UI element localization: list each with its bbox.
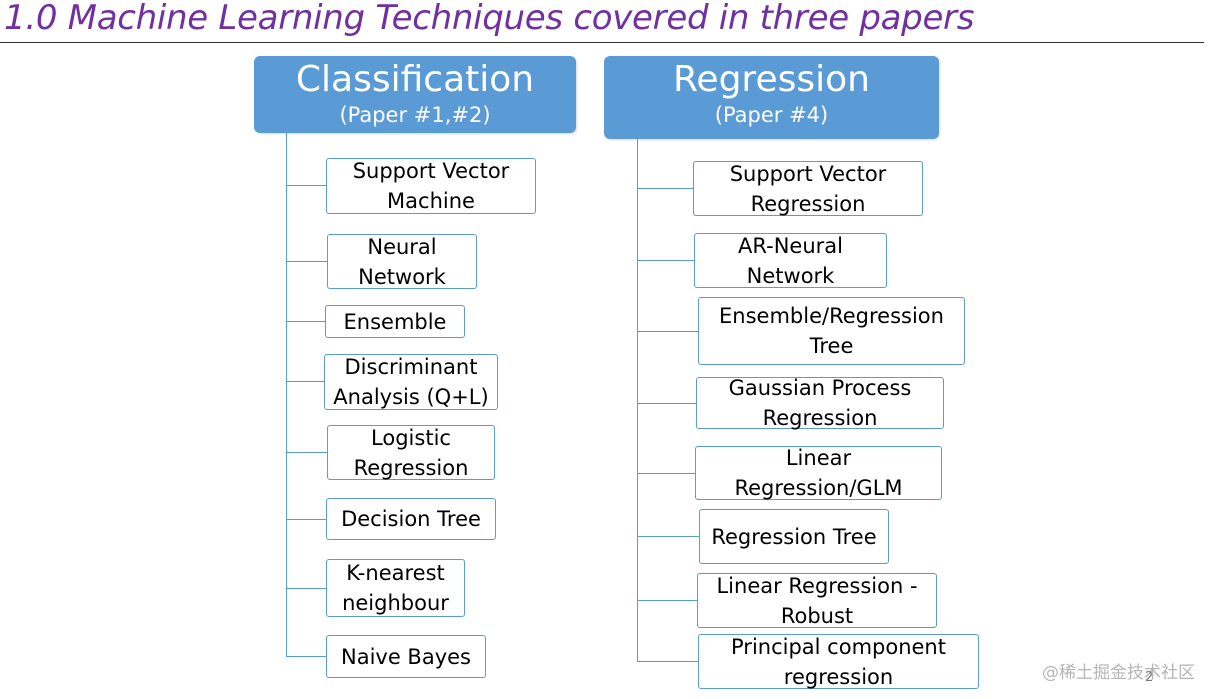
regression-item-linear-regression-robust: Linear Regression - Robust (697, 573, 937, 628)
regression-connector (637, 331, 698, 332)
item-label: Regression Tree (711, 524, 877, 549)
regression-connector (637, 473, 695, 474)
item-label: Linear Regression - Robust (716, 573, 918, 628)
classification-connector (286, 321, 325, 322)
classification-item-decision-tree: Decision Tree (326, 498, 496, 540)
item-label: Discriminant Analysis (Q+L) (333, 355, 489, 409)
classification-item-discriminant-analysis: Discriminant Analysis (Q+L) (324, 354, 498, 410)
regression-item-ensemble-regression-tree: Ensemble/Regression Tree (698, 297, 965, 365)
regression-subtitle: (Paper #4) (714, 103, 829, 127)
regression-connector (637, 403, 696, 404)
classification-item-svm: Support Vector Machine (326, 158, 536, 214)
item-label: Principal component regression (731, 634, 946, 689)
classification-header: Classification (Paper #1,#2) (254, 56, 576, 133)
classification-trunk (286, 133, 287, 657)
classification-connector (286, 588, 326, 589)
item-label: Decision Tree (341, 507, 481, 531)
item-label: Ensemble/Regression Tree (719, 304, 944, 358)
item-label: Gaussian Process Regression (728, 376, 912, 430)
classification-item-knn: K-nearest neighbour (326, 559, 465, 617)
item-label: Ensemble (343, 309, 447, 334)
classification-connector (286, 381, 324, 382)
classification-title: Classification (295, 59, 535, 100)
classification-item-logistic-regression: Logistic Regression (327, 425, 495, 480)
regression-title: Regression (673, 59, 870, 100)
classification-subtitle: (Paper #1,#2) (339, 103, 491, 127)
item-label: Naive Bayes (341, 644, 471, 669)
classification-connector (286, 519, 326, 520)
regression-header: Regression (Paper #4) (604, 56, 939, 139)
regression-connector (637, 536, 699, 537)
classification-item-neural-network: Neural Network (327, 234, 477, 289)
regression-connector (637, 661, 698, 662)
item-label: K-nearest neighbour (342, 561, 449, 615)
regression-item-ar-neural-network: AR-Neural Network (694, 233, 887, 288)
regression-trunk (637, 139, 638, 662)
regression-item-gaussian-process: Gaussian Process Regression (696, 376, 944, 430)
classification-connector (286, 185, 326, 186)
page-number: 2 (1145, 670, 1154, 685)
classification-item-naive-bayes: Naive Bayes (326, 635, 486, 678)
classification-connector (286, 261, 327, 262)
item-label: Support Vector Regression (729, 161, 887, 216)
regression-connector (637, 188, 693, 189)
regression-connector (637, 260, 694, 261)
regression-item-svr: Support Vector Regression (693, 161, 923, 216)
item-label: Logistic Regression (353, 425, 469, 480)
watermark: @稀土掘金技术社区 (1042, 663, 1195, 683)
item-label: AR-Neural Network (738, 233, 843, 288)
classification-connector (286, 452, 327, 453)
classification-connector (286, 656, 326, 657)
classification-item-ensemble: Ensemble (325, 305, 465, 338)
regression-item-regression-tree: Regression Tree (699, 509, 889, 564)
item-label: Linear Regression/GLM (734, 446, 903, 500)
slide-title: 1.0 Machine Learning Techniques covered … (4, 0, 975, 38)
regression-item-principal-component: Principal component regression (698, 634, 979, 689)
regression-connector (637, 600, 697, 601)
regression-item-linear-regression-glm: Linear Regression/GLM (695, 446, 942, 500)
item-label: Neural Network (358, 234, 446, 289)
title-divider (0, 42, 1204, 43)
item-label: Support Vector Machine (352, 159, 510, 213)
